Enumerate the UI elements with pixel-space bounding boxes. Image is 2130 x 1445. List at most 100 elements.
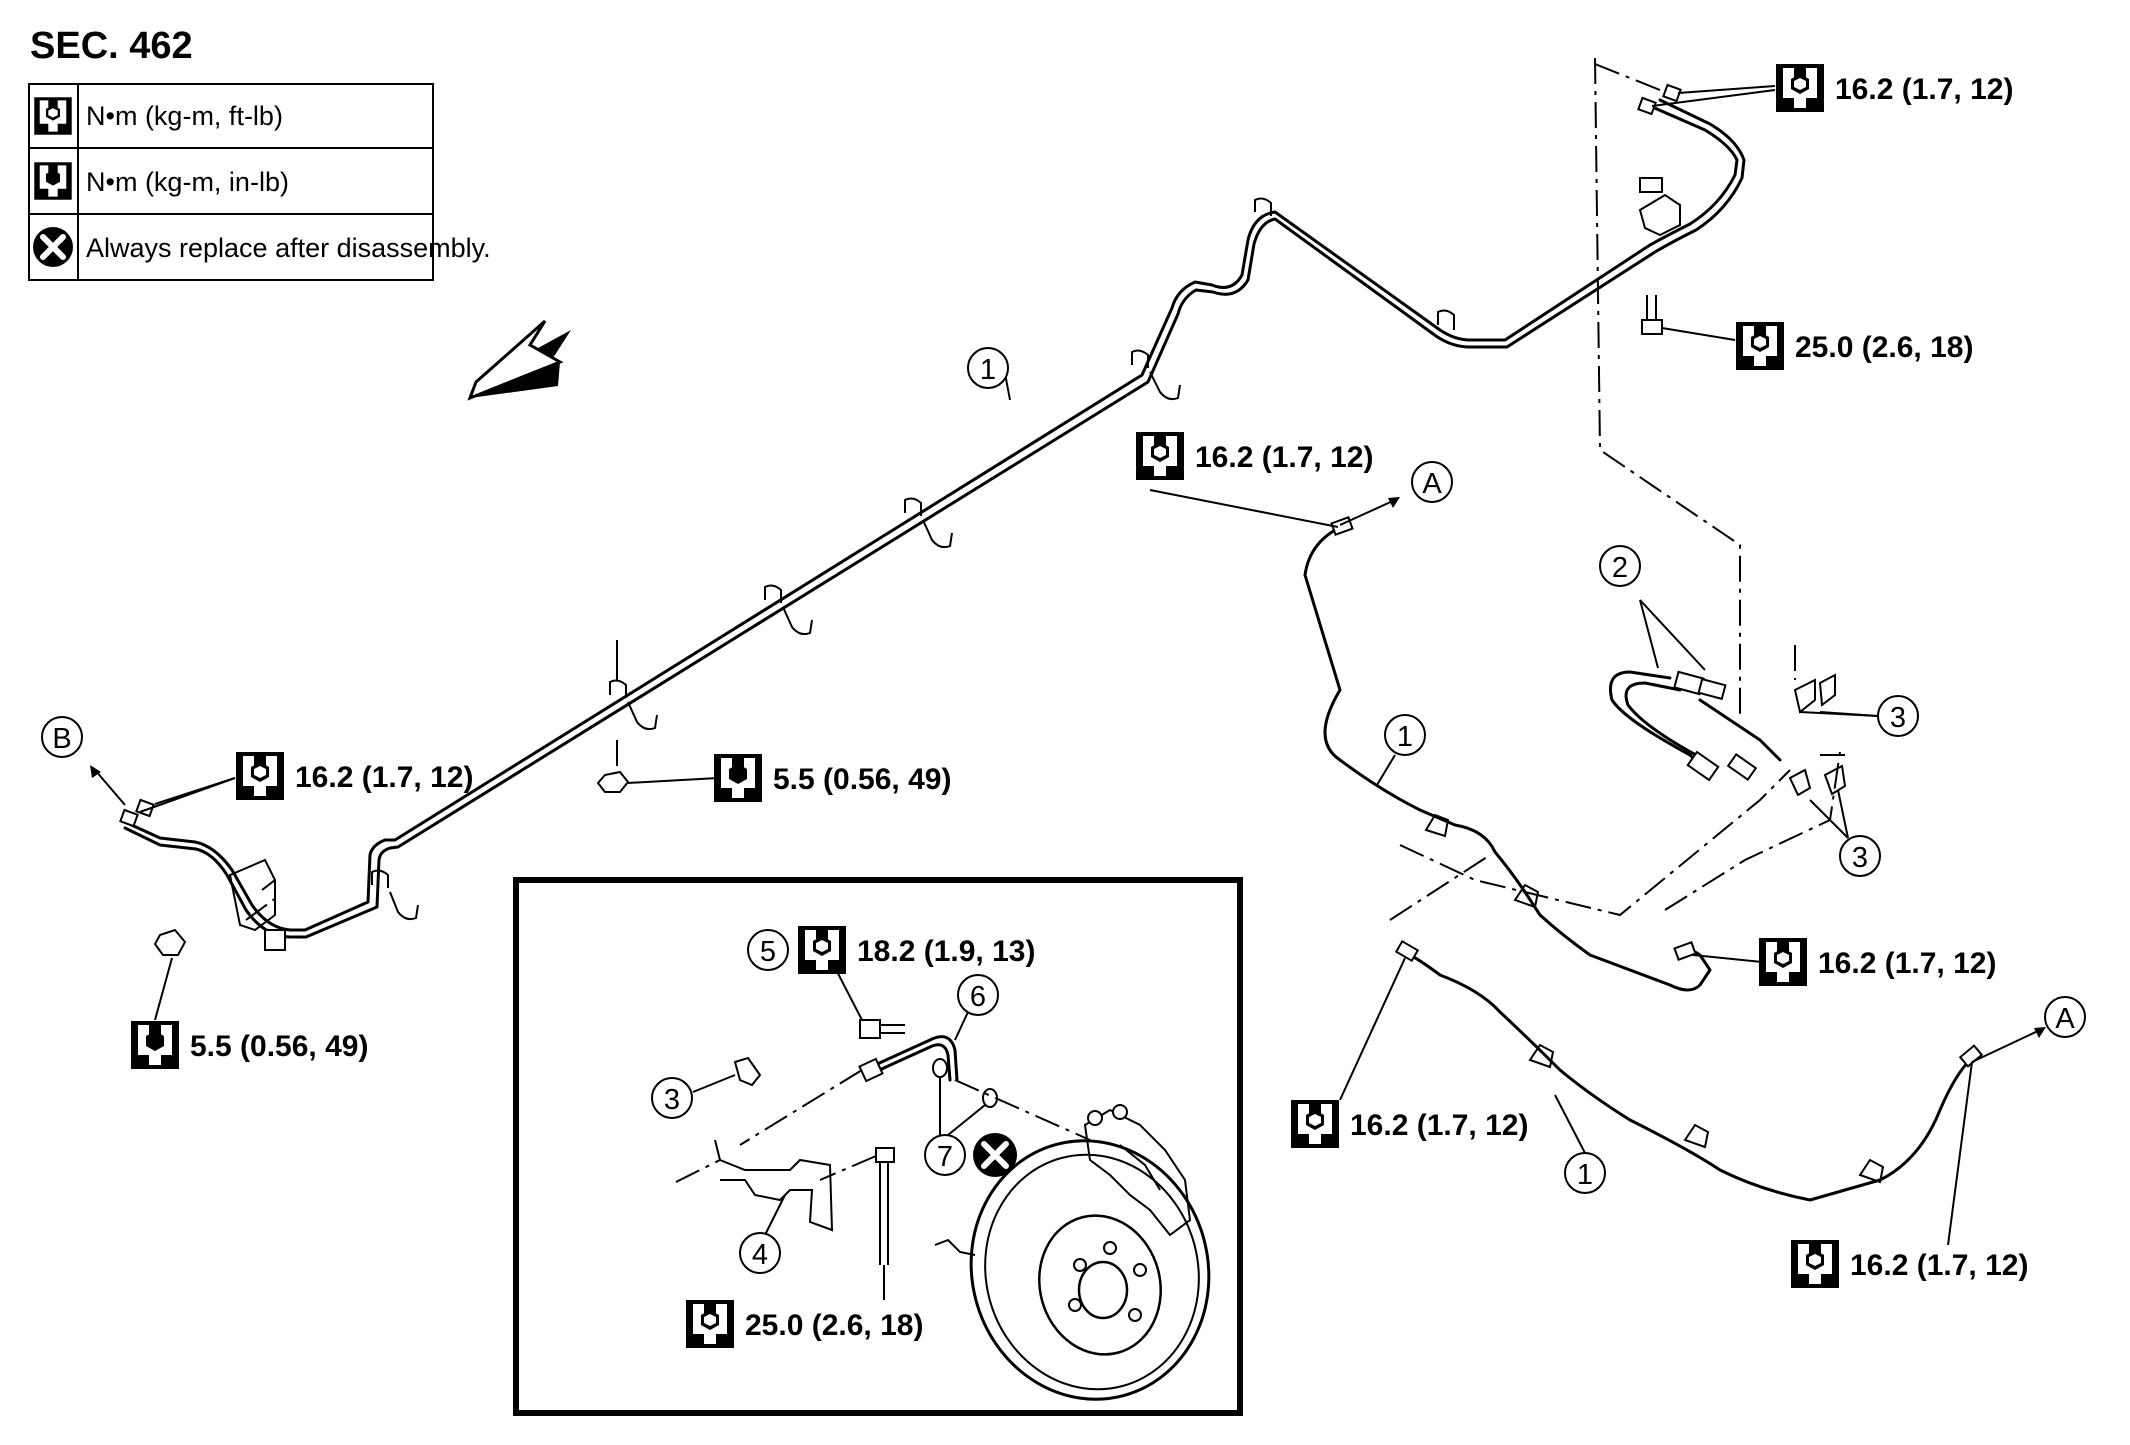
svg-text:6: 6 — [970, 981, 986, 1013]
callout-3: 3 — [651, 1077, 693, 1119]
tube-clip — [764, 584, 813, 636]
caliper-hose-pipe — [739, 1011, 969, 1146]
brake-hose-assembly — [1609, 670, 1782, 782]
rear-brake-tube — [123, 98, 1746, 939]
torque-value: 5.5 (0.56, 49) — [190, 1030, 368, 1063]
section-title: SEC. 462 — [30, 25, 193, 67]
torque-value: 16.2 (1.7, 12) — [1818, 947, 1996, 980]
svg-text:5: 5 — [760, 936, 776, 968]
dust-shield-tab — [934, 1238, 976, 1256]
torque-spec-clip-nut: 5.5 (0.56, 49) — [714, 754, 951, 802]
caliper-detail-inset — [513, 877, 1243, 1416]
torque-value: 16.2 (1.7, 12) — [1195, 441, 1373, 474]
torque-spec-mid-hose: 16.2 (1.7, 12) — [1136, 432, 1373, 480]
torque-ft-lb-icon — [1759, 938, 1807, 986]
top-right-junction — [1638, 177, 1681, 237]
svg-text:3: 3 — [1890, 702, 1906, 734]
left-nut — [153, 928, 187, 1021]
svg-text:2: 2 — [1612, 552, 1628, 584]
replace-x-icon — [33, 227, 73, 267]
callout-1: 1 — [1564, 1152, 1606, 1194]
torque-spec-inset-union: 18.2 (1.9, 13) — [798, 926, 1035, 974]
svg-text:3: 3 — [664, 1084, 680, 1116]
torque-ft-lb-icon — [236, 752, 284, 800]
legend-text-ft-lb: N•m (kg-m, ft-lb) — [86, 101, 283, 131]
callout-2: 2 — [1599, 545, 1641, 587]
torque-ft-lb-icon — [1776, 64, 1824, 112]
reference-a: A — [1411, 461, 1453, 503]
bracket-bolt — [1641, 295, 1736, 341]
torque-ft-lb-icon — [1791, 1240, 1839, 1288]
clip-nut — [596, 740, 719, 793]
legend-text-replace: Always replace after disassembly. — [86, 233, 491, 263]
torque-value: 25.0 (2.6, 18) — [1795, 331, 1973, 364]
reference-b: B — [41, 716, 83, 758]
torque-ft-lb-icon — [1136, 432, 1184, 480]
callout-3: 3 — [1877, 695, 1919, 737]
svg-text:1: 1 — [980, 354, 996, 386]
torque-ft-lb-icon — [798, 926, 846, 974]
torque-value: 5.5 (0.56, 49) — [773, 763, 951, 796]
left-junction-block — [228, 858, 286, 951]
tube-clip — [609, 640, 658, 731]
rear-brake-hose — [1303, 516, 1712, 992]
hose-bracket — [675, 1139, 834, 1236]
lock-plate-clip — [692, 1056, 762, 1093]
svg-text:3: 3 — [1852, 842, 1868, 874]
callout-5: 5 — [747, 929, 789, 971]
svg-text:B: B — [52, 723, 71, 755]
torque-value: 16.2 (1.7, 12) — [1350, 1109, 1528, 1142]
torque-in-lb-icon — [34, 162, 72, 200]
torque-value: 18.2 (1.9, 13) — [857, 935, 1035, 968]
callout-7: 7 — [924, 1134, 966, 1176]
callout-6: 6 — [957, 974, 999, 1016]
callout-4: 4 — [739, 1232, 781, 1274]
torque-ft-lb-icon — [1736, 322, 1784, 370]
torque-in-lb-icon — [714, 754, 762, 802]
torque-spec-right-lower: 16.2 (1.7, 12) — [1759, 938, 1996, 986]
torque-value: 25.0 (2.6, 18) — [745, 1309, 923, 1342]
replace-x-icon — [973, 1133, 1017, 1177]
front-direction-arrow-icon — [467, 319, 571, 401]
torque-spec-bottom-right: 16.2 (1.7, 12) — [1791, 1240, 2028, 1288]
hose-lock-plate — [1788, 645, 1847, 797]
torque-ft-lb-icon — [1291, 1100, 1339, 1148]
copper-washer — [932, 1058, 1091, 1141]
tube-clip — [904, 497, 953, 549]
svg-text:1: 1 — [1577, 1159, 1593, 1191]
callout-3: 3 — [1839, 835, 1881, 877]
legend-text-in-lb: N•m (kg-m, in-lb) — [86, 167, 289, 197]
svg-text:7: 7 — [937, 1141, 953, 1173]
tube-clip — [1437, 309, 1455, 330]
callout-1: 1 — [967, 347, 1009, 389]
leader-lines — [90, 85, 2046, 1246]
svg-text:A: A — [1422, 468, 1442, 500]
torque-spec-left-nut: 5.5 (0.56, 49) — [131, 1021, 368, 1069]
reference-a: A — [2044, 996, 2086, 1038]
tube-clip — [371, 869, 419, 921]
svg-text:1: 1 — [1397, 721, 1413, 753]
tube-clip — [1131, 349, 1181, 401]
torque-value: 16.2 (1.7, 12) — [1835, 73, 2013, 106]
svg-text:A: A — [2055, 1003, 2075, 1035]
lower-rear-tube — [1394, 939, 1984, 1202]
torque-spec-left-flare: 16.2 (1.7, 12) — [236, 752, 473, 800]
legend-table: N•m (kg-m, ft-lb) N•m (kg-m, in-lb) Alwa… — [28, 83, 491, 281]
torque-spec-inset-bolt: 25.0 (2.6, 18) — [686, 1300, 923, 1348]
torque-spec-top-right: 16.2 (1.7, 12) — [1776, 64, 2013, 112]
torque-in-lb-icon — [131, 1021, 179, 1069]
torque-ft-lb-icon — [34, 97, 72, 135]
bracket-bolt — [819, 1147, 895, 1300]
flare-nut-icon — [119, 83, 1682, 828]
brake-rotor — [969, 1139, 1211, 1401]
callout-1: 1 — [1384, 714, 1426, 756]
torque-value: 16.2 (1.7, 12) — [1850, 1249, 2028, 1282]
brake-caliper — [1083, 1104, 1192, 1237]
torque-spec-lower-left: 16.2 (1.7, 12) — [1291, 1100, 1528, 1148]
reference-dash-lines — [245, 57, 1841, 921]
torque-ft-lb-icon — [686, 1300, 734, 1348]
torque-spec-bracket-bolt: 25.0 (2.6, 18) — [1736, 322, 1973, 370]
svg-text:4: 4 — [752, 1239, 768, 1271]
tube-clip — [1254, 197, 1272, 216]
torque-value: 16.2 (1.7, 12) — [295, 761, 473, 794]
